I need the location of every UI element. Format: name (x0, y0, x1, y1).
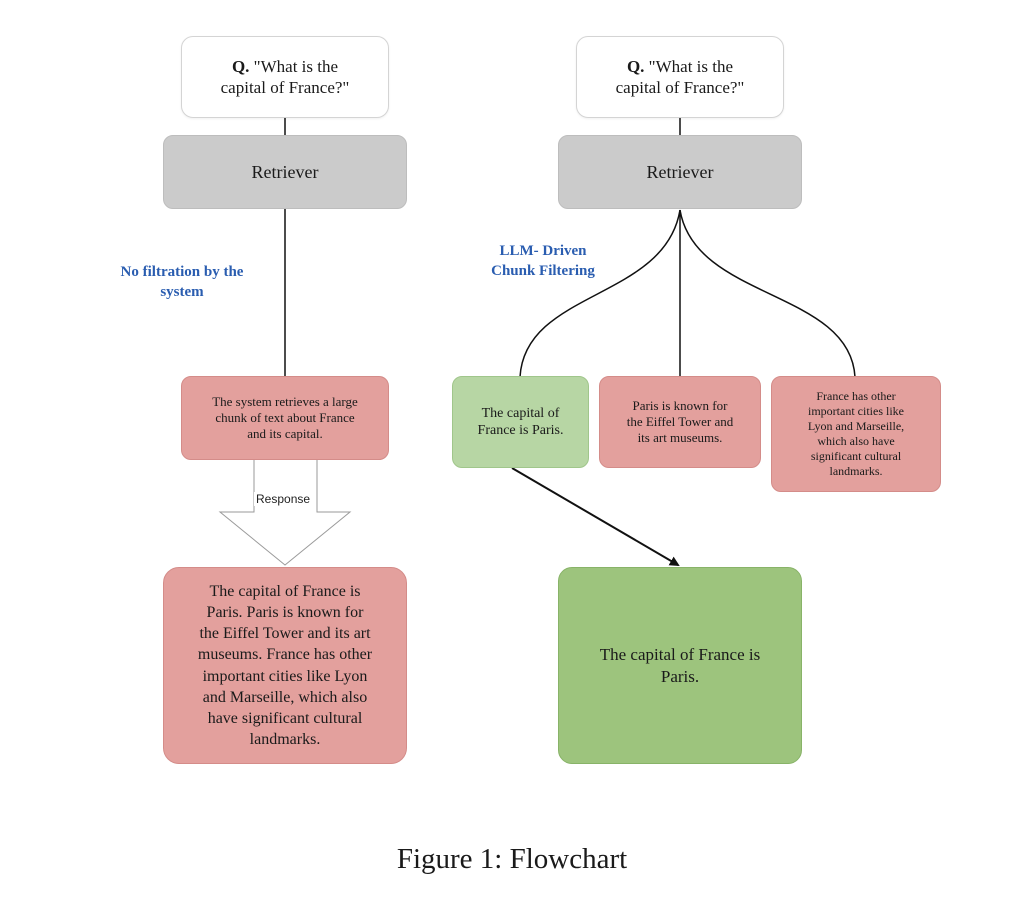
left-response-hollow-arrow (218, 460, 352, 566)
filtered-chunk-box-1: Paris is known for the Eiffel Tower and … (599, 376, 761, 468)
left-question-box: Q. "What is the capital of France?" (181, 36, 389, 118)
left-unfiltered-answer-box: The capital of France is Paris. Paris is… (163, 567, 407, 764)
llm-filtering-annotation: LLM- Driven Chunk Filtering (491, 243, 595, 279)
response-label: Response (254, 492, 313, 506)
no-filtration-annotation: No filtration by the system (120, 264, 244, 300)
right-retriever-label: Retriever (646, 161, 714, 182)
figure-caption: Figure 1: Flowchart (396, 843, 628, 875)
right-question-prefix: Q. (626, 56, 645, 76)
left-retriever-box: Retriever (163, 135, 407, 209)
branch-to-kept-chunk (519, 209, 681, 378)
right-question-box: Q. "What is the capital of France?" (576, 36, 784, 118)
right-filtered-answer-text: The capital of France is Paris. (599, 645, 761, 686)
branch-to-right-chunk (679, 209, 856, 378)
left-unfiltered-answer-text: The capital of France is Paris. Paris is… (197, 583, 373, 748)
kept-chunk-box: The capital of France is Paris. (452, 376, 589, 468)
right-retriever-box: Retriever (558, 135, 802, 209)
kept-chunk-text: The capital of France is Paris. (477, 405, 564, 439)
kept-chunk-to-answer-arrow (511, 467, 680, 567)
left-retriever-label: Retriever (251, 161, 319, 182)
right-question-text: "What is the capital of France?" (615, 56, 745, 97)
right-filtered-answer-box: The capital of France is Paris. (558, 567, 802, 764)
filtered-chunk-text-1: Paris is known for the Eiffel Tower and … (626, 397, 734, 446)
left-retrieved-chunk-text: The system retrieves a large chunk of te… (212, 393, 358, 442)
left-retrieved-chunk-box: The system retrieves a large chunk of te… (181, 376, 389, 460)
filtered-chunk-box-2: France has other important cities like L… (771, 376, 941, 492)
left-question-text: "What is the capital of France?" (220, 56, 350, 97)
left-question-prefix: Q. (231, 56, 250, 76)
filtered-chunk-text-2: France has other important cities like L… (807, 389, 905, 478)
